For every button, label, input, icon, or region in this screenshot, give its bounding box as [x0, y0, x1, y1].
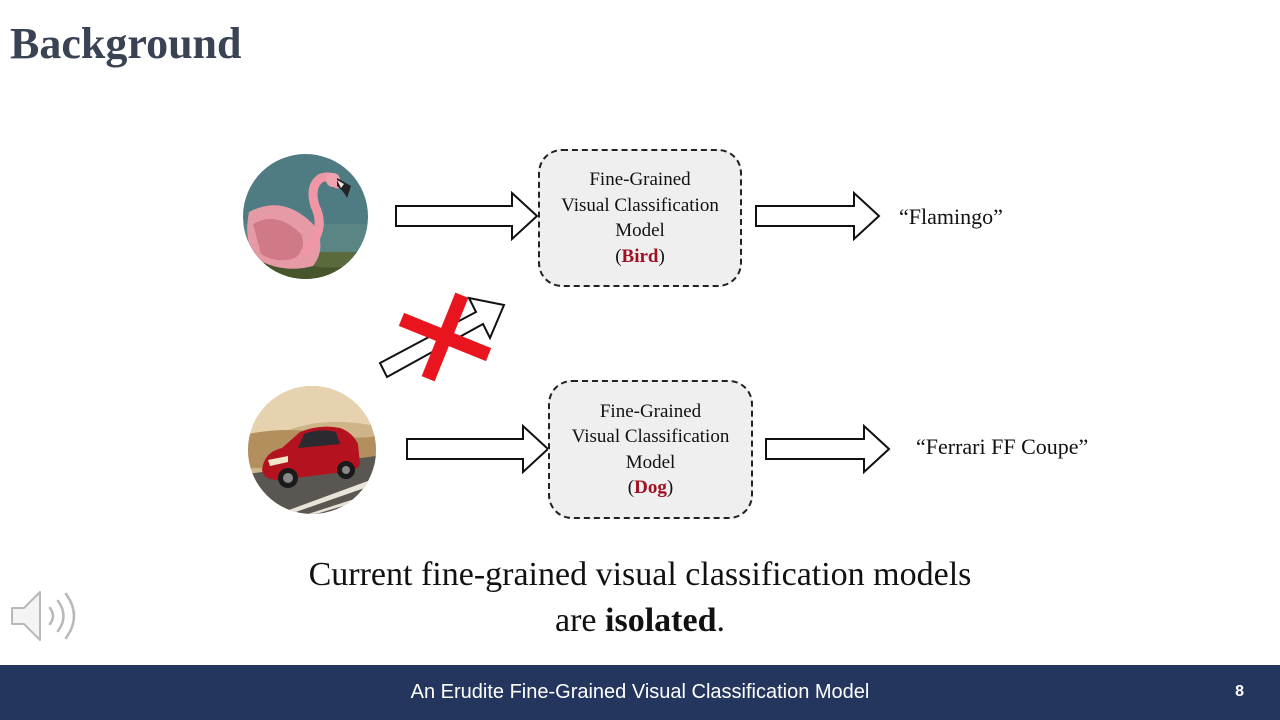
model-domain-dog: Dog [634, 477, 667, 498]
model-domain-line: (Dog) [627, 477, 674, 498]
slide-caption: Current fine-grained visual classificati… [0, 552, 1280, 644]
red-car-image [248, 386, 376, 514]
bird-model-box: Fine-Grained Visual Classification Model… [538, 149, 742, 287]
model-label-line3: Model [615, 220, 665, 241]
footer-bar: An Erudite Fine-Grained Visual Classific… [0, 665, 1280, 720]
flamingo-image [243, 154, 368, 279]
speaker-icon[interactable] [8, 586, 84, 646]
model-label-line2: Visual Classification [561, 194, 719, 216]
model-label-line1: Fine-Grained [599, 400, 702, 422]
model-label-line1: Fine-Grained [589, 169, 691, 190]
dog-model-box: Fine-Grained Visual Classification Model… [548, 380, 753, 519]
arrow-image-to-dog-model [406, 424, 550, 474]
model-label-line2: Visual Classification [571, 426, 730, 447]
output-ferrari: “Ferrari FF Coupe” [916, 434, 1089, 459]
red-cross-icon [398, 292, 492, 382]
arrow-bird-model-to-output [755, 191, 881, 241]
caption-line2: are isolated. [555, 602, 725, 639]
slide-title: Background [10, 19, 242, 68]
flamingo-icon [243, 154, 368, 279]
arrow-image-to-bird-model [395, 191, 539, 241]
red-car-icon [248, 386, 376, 514]
model-label-line3: Model [625, 451, 676, 473]
caption-line1: Current fine-grained visual classificati… [308, 556, 972, 593]
page-number: 8 [1235, 683, 1244, 700]
footer-title: An Erudite Fine-Grained Visual Classific… [410, 681, 870, 703]
output-flamingo: “Flamingo” [899, 204, 1003, 229]
model-domain-line: (Bird) [615, 245, 665, 267]
blocked-cross-domain-arrow [378, 292, 506, 382]
caption-bold-word: isolated [605, 602, 717, 639]
model-domain-bird: Bird [621, 245, 659, 267]
arrow-dog-model-to-output [765, 424, 891, 474]
